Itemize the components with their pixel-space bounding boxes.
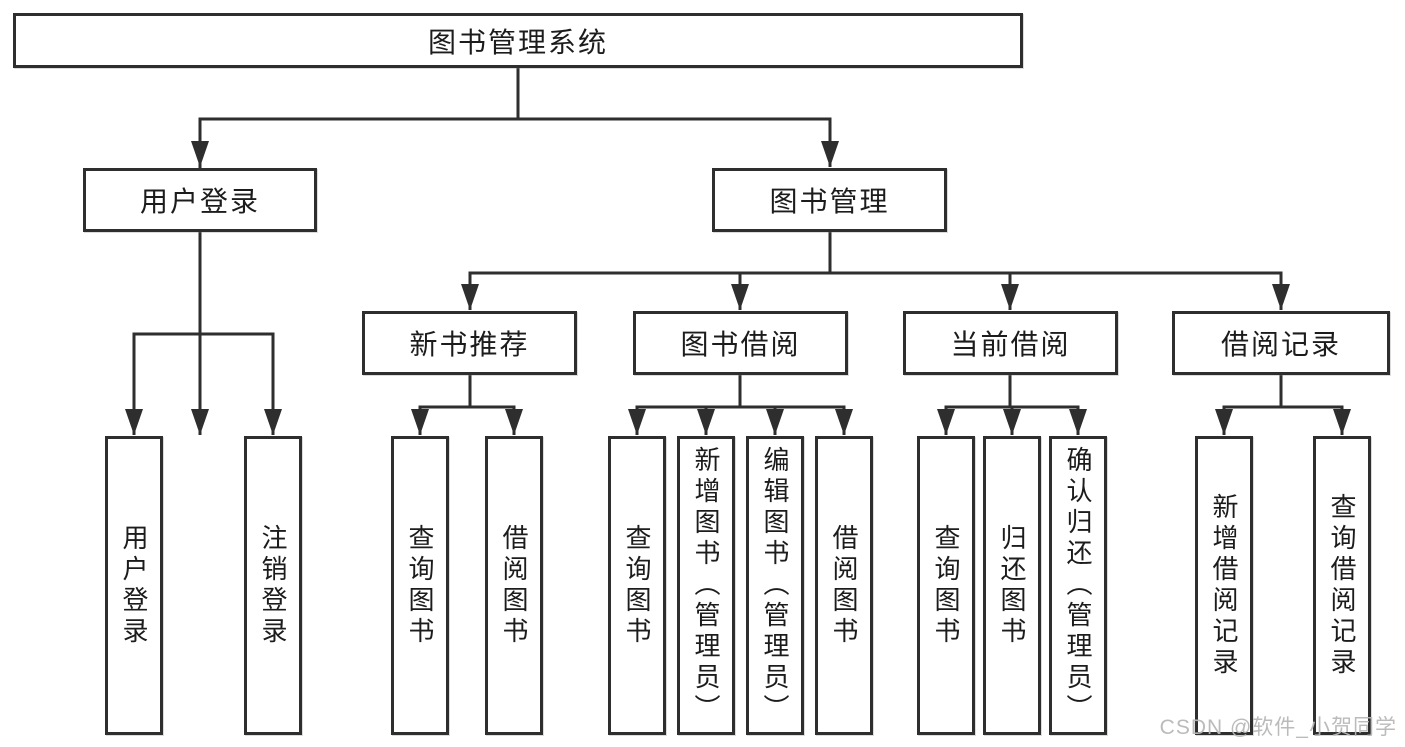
node-book-borrow: 图书借阅 (633, 311, 848, 375)
leaf-current-return-book-label: 归还图书 (997, 523, 1027, 648)
leaf-borrow-borrow-book-label: 借阅图书 (829, 523, 859, 648)
leaf-record-query-borrow-record-label: 查询借阅记录 (1327, 492, 1357, 679)
leaf-user-login: 用户登录 (105, 436, 163, 735)
leaf-current-confirm-return-admin: 确认归还（管理员） (1049, 436, 1107, 735)
leaf-record-query-borrow-record: 查询借阅记录 (1313, 436, 1371, 735)
node-borrow-record-label: 借阅记录 (1220, 329, 1341, 360)
leaf-user-login-label: 用户登录 (119, 523, 149, 648)
leaf-borrow-add-book-admin: 新增图书（管理员） (677, 436, 735, 735)
node-book-borrow-label: 图书借阅 (680, 329, 801, 360)
leaf-recommend-query-book-label: 查询图书 (405, 523, 435, 648)
leaf-record-add-borrow-record: 新增借阅记录 (1195, 436, 1253, 735)
leaf-borrow-query-book-label: 查询图书 (622, 523, 652, 648)
node-borrow-record: 借阅记录 (1172, 311, 1390, 375)
leaf-borrow-borrow-book: 借阅图书 (815, 436, 873, 735)
leaf-logout-label: 注销登录 (258, 523, 288, 648)
node-book-management: 图书管理 (712, 168, 947, 232)
leaf-current-confirm-return-admin-label: 确认归还（管理员） (1063, 446, 1093, 725)
node-user-login: 用户登录 (83, 168, 317, 232)
node-current-borrow: 当前借阅 (903, 311, 1118, 375)
node-book-management-label: 图书管理 (769, 186, 890, 217)
node-new-book-recommend: 新书推荐 (362, 311, 577, 375)
node-current-borrow-label: 当前借阅 (950, 329, 1071, 360)
node-root-label: 图书管理系统 (427, 26, 608, 58)
leaf-borrow-edit-book-admin: 编辑图书（管理员） (746, 436, 804, 735)
leaf-current-query-book: 查询图书 (917, 436, 975, 735)
leaf-logout: 注销登录 (244, 436, 302, 735)
leaf-current-return-book: 归还图书 (983, 436, 1041, 735)
leaf-borrow-edit-book-admin-label: 编辑图书（管理员） (760, 446, 790, 725)
leaf-current-query-book-label: 查询图书 (931, 523, 961, 648)
leaf-recommend-query-book: 查询图书 (391, 436, 449, 735)
node-new-book-recommend-label: 新书推荐 (409, 329, 530, 360)
leaf-borrow-query-book: 查询图书 (608, 436, 666, 735)
leaf-borrow-add-book-admin-label: 新增图书（管理员） (691, 446, 721, 725)
leaf-recommend-borrow-book: 借阅图书 (485, 436, 543, 735)
node-user-login-label: 用户登录 (139, 186, 260, 217)
node-root-system: 图书管理系统 (13, 13, 1023, 68)
csdn-watermark: CSDN @软件_小贺同学 (1159, 716, 1397, 739)
leaf-record-add-borrow-record-label: 新增借阅记录 (1209, 492, 1239, 679)
leaf-recommend-borrow-book-label: 借阅图书 (499, 523, 529, 648)
